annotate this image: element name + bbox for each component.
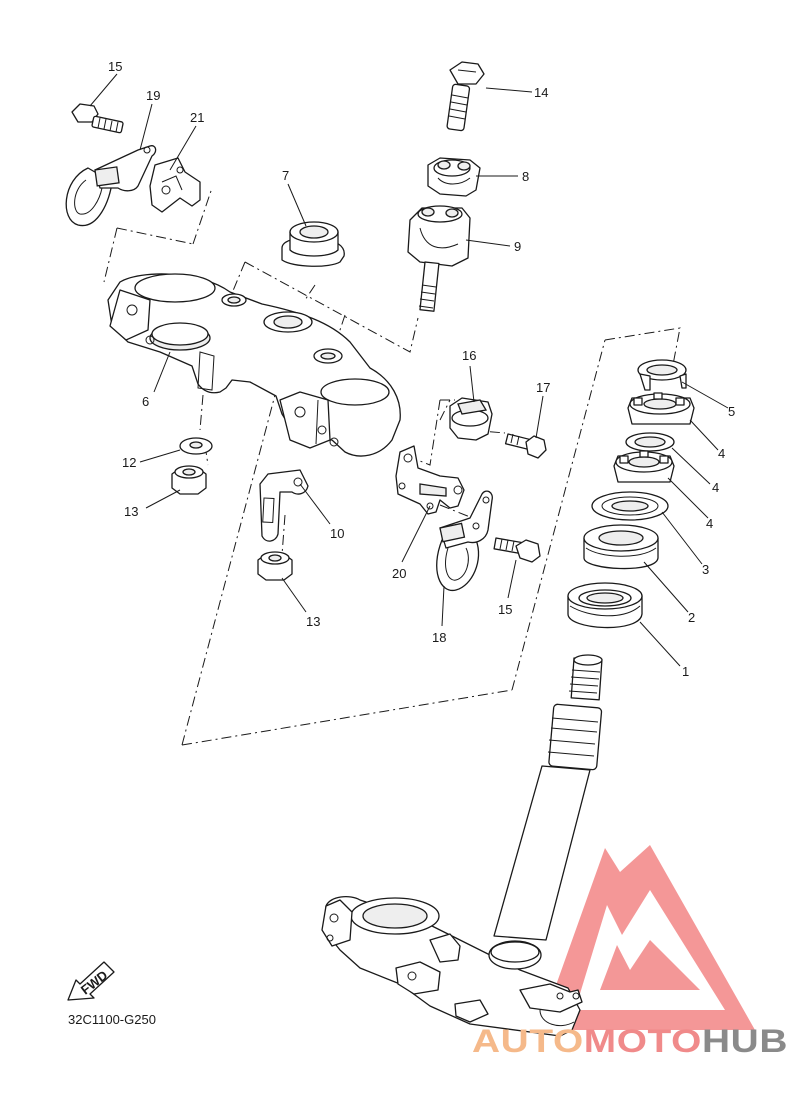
- callout-14: 14: [534, 85, 548, 100]
- part-8-collar: [281, 221, 345, 267]
- callout-3: 3: [702, 562, 709, 577]
- fwd-arrow-icon: FWD: [67, 961, 115, 1001]
- callout-7: 6: [142, 394, 149, 409]
- callout-9: 8: [522, 169, 529, 184]
- callout-13-left: 13: [124, 504, 138, 519]
- part-14-bolt: [446, 61, 485, 132]
- part-15-bolt-top: [71, 103, 124, 134]
- callout-11: 10: [330, 526, 344, 541]
- part-7-upper-bracket: [107, 273, 401, 457]
- callout-1: 1: [682, 664, 689, 679]
- under-bracket-steering-stem: [321, 654, 603, 1037]
- part-1-bearing-lower: [567, 582, 643, 629]
- watermark-brand-hub: HUB: [702, 1023, 788, 1059]
- part-10-lower-holder: [407, 205, 471, 312]
- callout-18: 18: [432, 630, 446, 645]
- part-12-washer: [179, 437, 213, 455]
- callout-15-top: 15: [108, 59, 122, 74]
- part-2-bearing-upper: [583, 524, 659, 570]
- part-16-clamp: [449, 397, 493, 441]
- part-3-dust-seal: [591, 491, 669, 521]
- callout-20: 20: [392, 566, 406, 581]
- callout-21: 21: [190, 110, 204, 125]
- part-5-rubber-washer: [625, 432, 675, 452]
- part-4-ring-nut-upper: [627, 392, 695, 425]
- part-18-clamp-right: [436, 490, 493, 591]
- part-21-bracket: [149, 157, 201, 213]
- callout-13-lower: 13: [306, 614, 320, 629]
- part-15-bolt-right: [493, 537, 541, 563]
- callout-2: 2: [688, 610, 695, 625]
- part-20-bracket-plate: [395, 445, 465, 515]
- callout-17: 17: [536, 380, 550, 395]
- callout-10: 9: [514, 239, 521, 254]
- callout-5: 4: [712, 480, 719, 495]
- callout-labels: 15 19 21 14 8 9 7 6 12 13 10 13 16 17 20…: [108, 59, 735, 679]
- watermark-brand-auto: AUTO: [472, 1023, 584, 1059]
- callout-4-upper: 4: [718, 446, 725, 461]
- part-17-bolt: [504, 433, 547, 459]
- part-19-clamp-left: [65, 145, 157, 227]
- diagram-code: 32C1100-G250: [68, 1012, 156, 1027]
- watermark-logo-icon: [540, 845, 755, 1030]
- callout-4-lower: 4: [706, 516, 713, 531]
- watermark-brand-moto: MOTO: [584, 1023, 702, 1059]
- part-9-upper-holder: [427, 157, 481, 197]
- part-13-nut-lower: [257, 551, 293, 581]
- callout-16: 16: [462, 348, 476, 363]
- part-11-bracket: [259, 469, 309, 542]
- callout-8: 7: [282, 168, 289, 183]
- leader-lines: [89, 73, 729, 667]
- callout-19: 19: [146, 88, 160, 103]
- callout-15-right: 15: [498, 602, 512, 617]
- part-13-nut-left: [171, 465, 207, 495]
- part-4-ring-nut-lower: [613, 450, 675, 483]
- part-6-lock-washer: [637, 359, 687, 391]
- callout-12: 12: [122, 455, 136, 470]
- callout-6: 5: [728, 404, 735, 419]
